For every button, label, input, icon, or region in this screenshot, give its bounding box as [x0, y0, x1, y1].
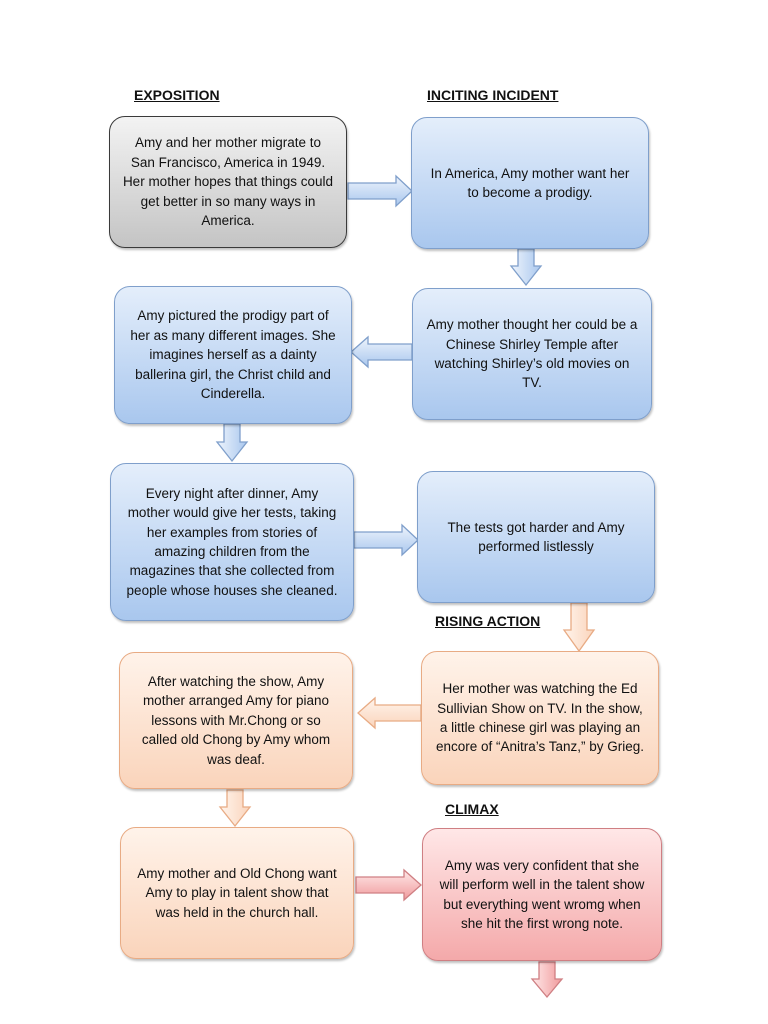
- climax-text: Amy was very confident that she will per…: [439, 857, 645, 931]
- inciting-incident-box: In America, Amy mother want her to becom…: [411, 117, 649, 249]
- arrow-right-2: [353, 523, 419, 557]
- shirley-temple-box: Amy mother thought her could be a Chines…: [412, 288, 652, 420]
- talent-show-box: Amy mother and Old Chong want Amy to pla…: [120, 827, 354, 959]
- arrow-down-5: [530, 961, 564, 999]
- arrow-right-3: [355, 868, 422, 902]
- climax-box: Amy was very confident that she will per…: [422, 828, 662, 961]
- prodigy-images-text: Amy pictured the prodigy part of her as …: [130, 308, 336, 402]
- arrow-right-1: [347, 174, 413, 208]
- piano-lessons-box: After watching the show, Amy mother arra…: [119, 652, 353, 789]
- arrow-down-4: [218, 789, 252, 828]
- exposition-text: Amy and her mother migrate to San Franci…: [122, 135, 334, 229]
- heading-exposition: EXPOSITION: [134, 87, 220, 103]
- heading-climax: CLIMAX: [445, 801, 499, 817]
- arrow-left-1: [350, 335, 413, 369]
- ed-sullivan-show-text: Her mother was watching the Ed Sullivian…: [435, 681, 645, 755]
- exposition-box: Amy and her mother migrate to San Franci…: [109, 116, 347, 248]
- shirley-temple-text: Amy mother thought her could be a Chines…: [426, 317, 638, 391]
- heading-rising-action: RISING ACTION: [435, 613, 541, 629]
- tests-harder-text: The tests got harder and Amy performed l…: [447, 519, 625, 554]
- piano-lessons-text: After watching the show, Amy mother arra…: [141, 673, 331, 767]
- heading-inciting-incident: INCITING INCIDENT: [427, 87, 559, 103]
- prodigy-images-box: Amy pictured the prodigy part of her as …: [114, 286, 352, 424]
- arrow-left-2: [357, 696, 422, 730]
- arrow-down-3: [562, 602, 596, 653]
- nightly-tests-text: Every night after dinner, Amy mother wou…: [126, 485, 338, 598]
- inciting-incident-text: In America, Amy mother want her to becom…: [430, 165, 630, 200]
- talent-show-text: Amy mother and Old Chong want Amy to pla…: [137, 865, 337, 920]
- arrow-down-2: [215, 423, 249, 463]
- arrow-down-1: [509, 248, 543, 287]
- tests-harder-box: The tests got harder and Amy performed l…: [417, 471, 655, 603]
- ed-sullivan-show-box: Her mother was watching the Ed Sullivian…: [421, 651, 659, 785]
- nightly-tests-box: Every night after dinner, Amy mother wou…: [110, 463, 354, 621]
